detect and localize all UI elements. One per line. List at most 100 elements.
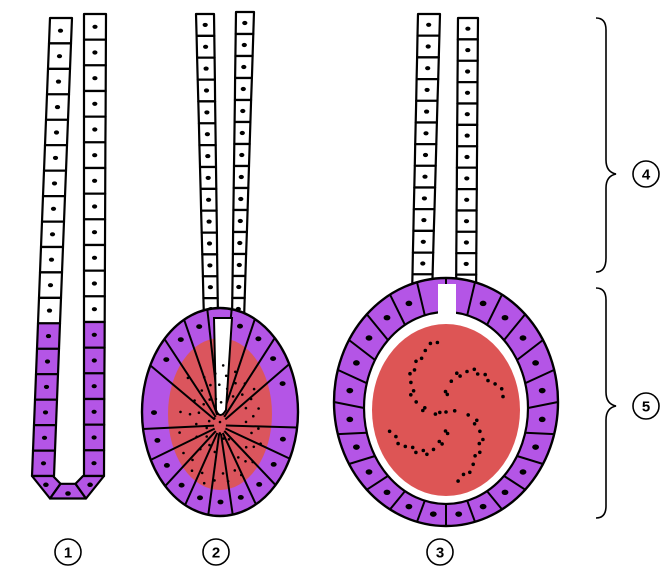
cell-nucleus bbox=[196, 324, 202, 329]
cell-nucleus bbox=[92, 50, 97, 54]
cell-nucleus bbox=[92, 358, 97, 362]
secretion-granule bbox=[232, 395, 235, 398]
cell-nucleus bbox=[425, 66, 430, 70]
cell-nucleus bbox=[346, 388, 353, 393]
cell-nucleus bbox=[465, 112, 470, 116]
cell-nucleus bbox=[423, 153, 428, 157]
cell-nucleus bbox=[423, 131, 428, 135]
secretion-granule bbox=[198, 411, 201, 414]
secretion-granule bbox=[244, 460, 247, 463]
secretion-granule bbox=[219, 432, 222, 435]
secretion-granule bbox=[179, 411, 182, 414]
cell-nucleus bbox=[92, 307, 97, 311]
cell-nucleus bbox=[366, 335, 373, 340]
cell-nucleus bbox=[422, 175, 427, 179]
cell-nucleus bbox=[384, 315, 391, 320]
cell-nucleus bbox=[256, 482, 262, 487]
cell-nucleus bbox=[92, 127, 97, 131]
secretion-granule bbox=[257, 427, 260, 430]
secretion-granule bbox=[201, 389, 204, 392]
secretion-granule bbox=[205, 427, 208, 430]
secretion-granule bbox=[244, 382, 247, 385]
secretion-granule bbox=[476, 372, 480, 376]
cell-nucleus bbox=[179, 483, 185, 488]
secretion-granule bbox=[409, 381, 413, 385]
lumen-secretion bbox=[372, 324, 520, 496]
cell-nucleus bbox=[238, 219, 243, 223]
cell-nucleus bbox=[238, 197, 243, 201]
cell-nucleus bbox=[239, 153, 244, 157]
secretion-granule bbox=[257, 407, 260, 410]
secretion-granule bbox=[466, 413, 470, 417]
cell-nucleus bbox=[205, 132, 210, 136]
cell-nucleus bbox=[92, 25, 97, 29]
cell-nucleus bbox=[151, 410, 157, 415]
cell-nucleus bbox=[240, 109, 245, 113]
secretion-granule bbox=[486, 379, 490, 383]
secretion-granule bbox=[191, 459, 194, 462]
secretion-granule bbox=[214, 372, 217, 375]
secretion-granule bbox=[481, 438, 485, 442]
cell-nucleus bbox=[240, 131, 245, 135]
secretion-granule bbox=[215, 398, 218, 401]
cell-nucleus bbox=[92, 384, 97, 388]
secretion-granule bbox=[404, 445, 408, 449]
secretion-granule bbox=[473, 454, 477, 458]
cell-nucleus bbox=[422, 196, 427, 200]
cell-nucleus bbox=[204, 88, 209, 92]
cell-nucleus bbox=[92, 204, 97, 208]
secretion-granule bbox=[414, 360, 418, 364]
cell-nucleus bbox=[520, 335, 527, 340]
gland-3-alveolar-with-lumen bbox=[334, 14, 558, 526]
cell-nucleus bbox=[425, 88, 430, 92]
secretion-granule bbox=[253, 446, 256, 449]
secretion-granule bbox=[195, 436, 198, 439]
cell-nucleus bbox=[539, 388, 546, 393]
secretion-granule bbox=[189, 413, 192, 416]
cell-nucleus bbox=[92, 179, 97, 183]
cell-nucleus bbox=[406, 301, 413, 306]
secretion-granule bbox=[414, 400, 418, 404]
svg-text:5: 5 bbox=[642, 399, 650, 416]
secretion-granule bbox=[396, 442, 400, 446]
cell-nucleus bbox=[465, 91, 470, 95]
cell-nucleus bbox=[539, 417, 546, 422]
cell-nucleus bbox=[280, 437, 286, 442]
svg-text:2: 2 bbox=[212, 545, 220, 562]
secretion-granule bbox=[475, 419, 479, 423]
cell-nucleus bbox=[455, 511, 462, 516]
circle-label-1: 1 bbox=[55, 539, 81, 565]
secretion-granule bbox=[222, 364, 225, 367]
circle-label-3: 3 bbox=[427, 539, 453, 565]
secretion-granule bbox=[478, 430, 482, 434]
cell-nucleus bbox=[426, 44, 431, 48]
cell-nucleus bbox=[464, 198, 469, 202]
cell-nucleus bbox=[208, 285, 213, 289]
svg-text:3: 3 bbox=[436, 545, 444, 562]
cell-nucleus bbox=[52, 181, 57, 185]
secretion-granule bbox=[195, 423, 198, 426]
cell-nucleus bbox=[238, 495, 244, 500]
cell-nucleus bbox=[58, 29, 63, 33]
secretion-granule bbox=[422, 449, 426, 453]
cell-nucleus bbox=[207, 241, 212, 245]
secretion-granule bbox=[237, 456, 240, 459]
secretion-granule bbox=[456, 479, 460, 483]
secretion-granule bbox=[444, 410, 448, 414]
gland-2-acinar-with-secretion bbox=[142, 12, 298, 516]
secretion-granule bbox=[234, 382, 237, 385]
cell-nucleus bbox=[178, 337, 184, 342]
secretion-granule bbox=[250, 432, 253, 435]
secretion-granule bbox=[234, 469, 237, 472]
secretion-granule bbox=[222, 437, 225, 440]
secretion-granule bbox=[473, 422, 477, 426]
secretion-granule bbox=[453, 409, 457, 413]
secretion-granule bbox=[208, 420, 211, 423]
cell-nucleus bbox=[163, 357, 169, 362]
cell-nucleus bbox=[242, 43, 247, 47]
cell-nucleus bbox=[203, 23, 208, 27]
secretion-granule bbox=[205, 435, 208, 438]
secretion-granule bbox=[251, 461, 254, 464]
cell-nucleus bbox=[207, 220, 212, 224]
cell-nucleus bbox=[464, 240, 469, 244]
